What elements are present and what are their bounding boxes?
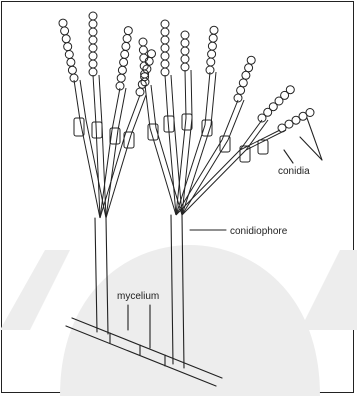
conidium-0-4 — [64, 43, 72, 51]
conidium-7-1 — [207, 58, 215, 66]
conidium-0-2 — [67, 58, 75, 66]
penicillus-structure — [59, 12, 314, 218]
branch-0 — [80, 120, 100, 218]
label-conidiophore: conidiophore — [230, 227, 287, 237]
branch-edge-17 — [211, 72, 216, 125]
conidium-8-2 — [239, 79, 247, 87]
conidium-6-3 — [181, 39, 189, 47]
conidium-0-3 — [65, 51, 73, 59]
conidium-5-6 — [161, 20, 169, 28]
conidium-0-5 — [62, 35, 70, 43]
conidium-2-3 — [120, 58, 128, 66]
conidium-1-5 — [89, 28, 97, 36]
conidium-0-1 — [68, 66, 76, 74]
branch-edge-14 — [151, 85, 156, 128]
conidium-1-3 — [89, 44, 97, 52]
conidium-3-0 — [136, 88, 144, 96]
branch-edge-5 — [99, 75, 102, 125]
conidium-2-4 — [121, 50, 129, 58]
conidium-7-5 — [210, 26, 218, 34]
watermark — [0, 245, 357, 396]
conidium-1-4 — [89, 36, 97, 44]
conidium-8-3 — [242, 71, 250, 79]
conidium-8-5 — [247, 56, 255, 64]
branch-7 — [125, 95, 140, 135]
conidium-4-5 — [139, 38, 147, 46]
branch-edge-13 — [182, 150, 246, 215]
conidium-2-1 — [117, 74, 125, 82]
conidium-2-2 — [118, 66, 126, 74]
conidium-1-7 — [89, 12, 97, 20]
branch-17 — [205, 72, 210, 125]
conidium-7-3 — [208, 42, 216, 50]
branch-edge-7 — [131, 95, 146, 135]
conidium-7-4 — [209, 34, 217, 42]
conidium-5-0 — [161, 68, 169, 76]
branch-edge-4 — [80, 80, 86, 120]
phialide-1 — [92, 122, 102, 138]
branch-15 — [165, 75, 168, 120]
branch-edge-2 — [106, 130, 118, 218]
conidium-0-7 — [59, 19, 67, 27]
label-conidia: conidia — [278, 167, 310, 177]
label-mycelium: mycelium — [117, 292, 159, 302]
conidium-5-1 — [161, 60, 169, 68]
conidium-5-3 — [161, 44, 169, 52]
branch-edge-15 — [171, 75, 174, 120]
branch-5 — [93, 75, 96, 125]
conidium-6-2 — [181, 47, 189, 55]
conidium-1-0 — [89, 68, 97, 76]
conidium-5-2 — [161, 52, 169, 60]
conidium-2-5 — [122, 42, 130, 50]
phialide-6 — [182, 114, 192, 130]
branch-4 — [74, 80, 80, 120]
conidium-6-1 — [181, 55, 189, 63]
conidium-4-4 — [139, 46, 147, 54]
conidium-6-4 — [181, 31, 189, 39]
phialide-10 — [258, 140, 268, 154]
conidium-8-1 — [237, 86, 245, 94]
conidium-1-6 — [89, 20, 97, 28]
conidium-2-7 — [124, 27, 132, 35]
conidium-7-2 — [208, 50, 216, 58]
branch-edge-16 — [191, 70, 192, 118]
conidium-3-5 — [148, 50, 156, 58]
branch-14 — [145, 85, 150, 128]
conidium-5-5 — [161, 28, 169, 36]
conidium-1-1 — [89, 60, 97, 68]
conidium-8-4 — [245, 64, 253, 72]
conidium-9-5 — [286, 86, 294, 94]
conidium-5-4 — [161, 36, 169, 44]
conidium-10-4 — [306, 109, 314, 117]
conidium-0-6 — [61, 27, 69, 35]
conidium-1-2 — [89, 52, 97, 60]
branch-16 — [185, 70, 186, 118]
conidium-6-0 — [181, 63, 189, 71]
conidium-2-6 — [123, 35, 131, 43]
